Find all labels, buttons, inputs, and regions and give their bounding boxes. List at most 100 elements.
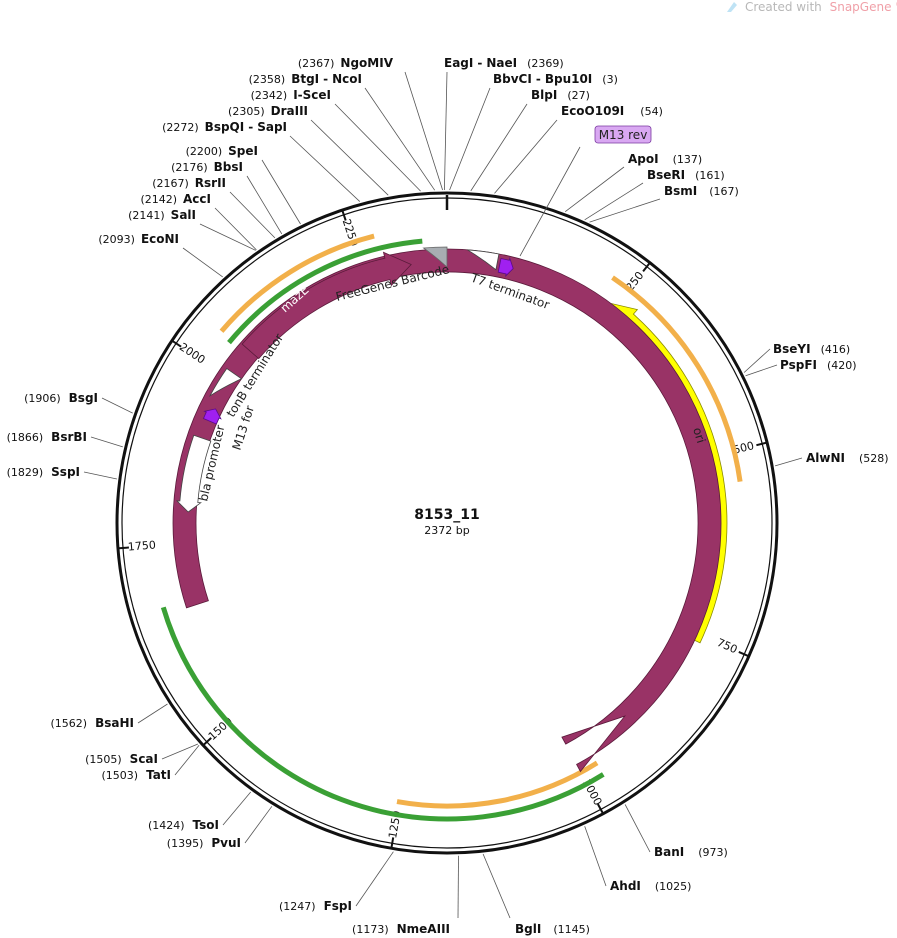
site-leaders: [83, 71, 803, 919]
site-pspfi[interactable]: PspFI(420): [780, 358, 857, 372]
site-leader: [199, 223, 256, 251]
site-alwni[interactable]: AlwNI(528): [806, 451, 889, 465]
plasmid-name: 8153_11: [414, 507, 479, 523]
site-ngomiv[interactable]: (2367)NgoMIV: [298, 56, 394, 70]
site-i-scei[interactable]: (2342)I-SceI: [251, 88, 331, 102]
snapgene-logo-icon: [727, 2, 737, 12]
site-leader: [444, 71, 448, 191]
site-leader: [246, 175, 283, 235]
site-leader: [214, 207, 257, 251]
orange-arc-ori: [611, 275, 743, 482]
tick-mark: [116, 546, 129, 550]
site-tsoi[interactable]: (1424)TsoI: [148, 818, 219, 832]
site-leader: [90, 436, 123, 448]
freegenes-barcode-feature[interactable]: [422, 246, 448, 268]
site-leader: [334, 103, 421, 192]
site-leader: [289, 135, 361, 202]
tonb-terminator-feature[interactable]: [208, 367, 243, 397]
credit-mark: ®: [895, 0, 897, 9]
site-leader: [101, 397, 133, 414]
site-bseyi[interactable]: BseYI(416): [773, 342, 850, 356]
site-spei[interactable]: (2200)SpeI: [186, 144, 258, 158]
t7-terminator-feature[interactable]: [467, 249, 500, 271]
site-leader: [364, 87, 436, 191]
site-ecoo109i[interactable]: EcoO109I(54): [561, 104, 663, 118]
site-leader: [137, 703, 168, 724]
site-bbvci-bpu10i[interactable]: BbvCI-Bpu10I(3): [493, 72, 618, 86]
site-rsrii[interactable]: (2167)RsrII: [152, 176, 226, 190]
m13rev-label-box[interactable]: [594, 125, 652, 144]
tick-mark: [340, 208, 347, 221]
site-bspqi-sapi[interactable]: (2272)BspQI-SapI: [162, 120, 287, 134]
tick-mark: [738, 650, 751, 658]
site-ahdi[interactable]: AhdI(1025): [610, 879, 691, 893]
site-bbsi[interactable]: (2176)BbsI: [171, 160, 243, 174]
site-sspi[interactable]: (1829)SspI: [7, 465, 80, 479]
site-draiii[interactable]: (2305)DraIII: [228, 104, 308, 118]
site-leader: [564, 166, 625, 213]
site-leader: [355, 851, 394, 907]
site-econi[interactable]: (2093)EcoNI: [98, 232, 179, 246]
orange-arc-top: [219, 233, 375, 333]
site-bsrbi[interactable]: (1866)BsrBI: [7, 430, 87, 444]
site-bsahi[interactable]: (1562)BsaHI: [51, 716, 134, 730]
site-blpi[interactable]: BlpI(27): [531, 88, 590, 102]
site-leader: [457, 855, 459, 919]
site-leader: [244, 806, 273, 844]
tick-mark: [390, 837, 395, 850]
m13-rev-primer[interactable]: [497, 256, 514, 278]
orange-arc-bla: [396, 760, 599, 809]
site-nmeaiii[interactable]: (1173)NmeAIII: [352, 922, 450, 936]
site-leader: [229, 191, 276, 239]
green-arc-bla: [160, 606, 605, 822]
ori-label: ori: [690, 426, 708, 445]
site-leader: [174, 745, 200, 776]
site-leader: [482, 853, 511, 919]
site-leader: [404, 71, 443, 191]
site-leader: [261, 159, 301, 225]
credit-prefix: Created with: [745, 0, 822, 14]
site-leader: [470, 103, 528, 192]
site-bsmi[interactable]: BsmI(167): [664, 184, 739, 198]
site-leader: [182, 247, 223, 278]
site-bgli[interactable]: BglI(1145): [515, 922, 590, 936]
backbone: [115, 191, 779, 855]
site-eagi-naei[interactable]: EagI-NaeI(2369): [444, 56, 564, 70]
site-leader: [83, 471, 117, 480]
site-apoi[interactable]: ApoI(137): [628, 152, 702, 166]
tick-mark: [642, 261, 652, 273]
m13-for-primer[interactable]: [202, 408, 222, 425]
tick-mark: [201, 737, 212, 747]
tick-label: 750: [715, 636, 739, 656]
tick-mark: [756, 441, 769, 447]
site-leader: [745, 364, 778, 377]
maze-feature[interactable]: [241, 251, 412, 360]
site-leader: [161, 743, 199, 760]
tick-label: 2000: [177, 340, 208, 366]
features: M13 rev T7 terminator FreeGenes Barcode …: [160, 125, 743, 822]
backbone-inner: [121, 197, 773, 849]
site-scai[interactable]: (1505)ScaI: [85, 752, 158, 766]
credit-brand: SnapGene: [830, 0, 892, 14]
svg-text:Created with SnapGene: Created with SnapGene ®: [745, 0, 897, 14]
site-acci[interactable]: (2142)AccI: [140, 192, 211, 206]
site-bani[interactable]: BanI(973): [654, 845, 728, 859]
site-leader: [310, 119, 389, 196]
bla-label: bla: [302, 733, 325, 753]
site-pvui[interactable]: (1395)PvuI: [167, 836, 241, 850]
green-arc-top: [227, 238, 423, 345]
site-tati[interactable]: (1503)TatI: [101, 768, 171, 782]
restriction-site-labels: (2367)NgoMIV (2358)BtgI-NcoI (2342)I-Sce…: [7, 56, 889, 936]
site-fspi[interactable]: (1247)FspI: [279, 899, 352, 913]
site-btgi-ncoi[interactable]: (2358)BtgI-NcoI: [249, 72, 362, 86]
m13rev-leader: [519, 146, 581, 257]
snapgene-credit: Created with SnapGene ®: [727, 0, 897, 14]
m13rev-label: M13 rev: [599, 128, 648, 142]
site-bsgi[interactable]: (1906)BsgI: [24, 391, 98, 405]
bla-promoter-feature[interactable]: [175, 434, 212, 513]
site-bseri[interactable]: BseRI(161): [647, 168, 725, 182]
site-leader: [624, 804, 651, 853]
plasmid-size: 2372 bp: [424, 524, 469, 537]
tick-mark: [170, 339, 182, 348]
site-sali[interactable]: (2141)SalI: [128, 208, 196, 222]
